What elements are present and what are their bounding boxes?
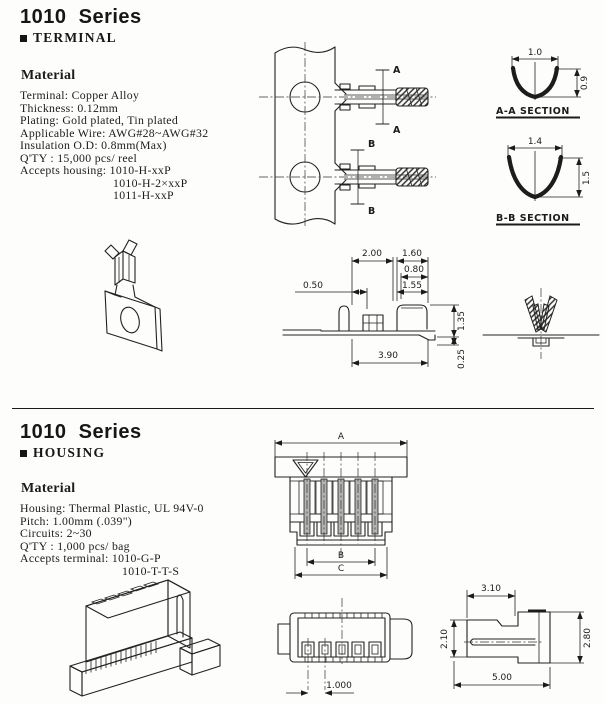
dim-pitch: 1.000	[326, 681, 352, 691]
material-line: Accepts terminal: 1010-G-P	[20, 551, 161, 565]
dim-b: B	[338, 551, 344, 561]
housing-bottom-holes	[301, 641, 382, 658]
section-bb-label: B-B SECTION	[496, 213, 570, 224]
dim-3-10: 3.10	[481, 584, 501, 594]
dim-3-90: 3.90	[378, 351, 398, 361]
dim-1-35: 1.35	[457, 311, 467, 331]
material-line-continuation: 1010-H-2×xxP	[113, 175, 188, 190]
section-bb-drawing: 1.4 1.5 B-B SECTION	[496, 137, 592, 226]
terminal-profile-outline	[282, 304, 436, 341]
material-line: Housing: Thermal Plastic, UL 94V-0	[20, 501, 204, 515]
bullet-square-icon	[20, 449, 27, 457]
dim-bb-height: 1.5	[582, 171, 592, 185]
material-line: Circuits: 2~30	[20, 526, 92, 540]
terminal-3d-drawing	[104, 239, 163, 352]
material-line: Accepts housing: 1010-H-xxP	[20, 163, 171, 177]
terminal-material-list: Terminal: Copper Alloy Thickness: 0.12mm…	[20, 89, 208, 202]
housing-bottom-view-drawing: 1.000	[277, 598, 413, 696]
material-line-continuation: 1011-H-xxP	[113, 188, 174, 202]
terminal-carrier-strip-drawing: A A B B	[259, 42, 436, 226]
housing-side-view-drawing: 3.10 2.10 2.80 5.00	[440, 584, 593, 689]
dim-0-80: 0.80	[404, 265, 424, 275]
dim-bb-width: 1.4	[528, 137, 543, 147]
section-aa-label: A-A SECTION	[496, 106, 570, 117]
material-line: Pitch: 1.00mm (.039")	[20, 513, 133, 528]
material-line: Thickness: 0.12mm	[20, 100, 119, 115]
terminal-end-view-drawing	[482, 288, 600, 359]
material-line: Applicable Wire: AWG#28~AWG#32	[20, 125, 209, 140]
terminal-subtitle-label: TERMINAL	[33, 30, 117, 45]
material-line-continuation: 1010-T-T-S	[122, 563, 180, 578]
material-line: Plating: Gold plated, Tin plated	[20, 113, 179, 127]
dim-c: C	[338, 564, 344, 574]
dim-2-00: 2.00	[362, 249, 382, 259]
dim-2-10: 2.10	[440, 629, 450, 649]
terminal-on-strip	[334, 82, 429, 112]
terminal-side-view-drawing: 2.00 1.60 0.80 0.50 1.55 1.35	[282, 249, 467, 369]
housing-material-heading: Material	[21, 481, 76, 496]
housing-3d-drawing	[69, 579, 221, 697]
terminal-on-strip	[334, 162, 429, 192]
terminal-section-title: 1010 Series	[20, 6, 142, 28]
dim-aa-width: 1.0	[528, 48, 543, 58]
housing-material-list: Housing: Thermal Plastic, UL 94V-0 Pitch…	[20, 502, 204, 577]
section-a-mark-top: A	[393, 65, 401, 76]
terminal-section-subtitle: TERMINAL	[20, 30, 117, 46]
dim-0-25: 0.25	[457, 349, 467, 369]
material-line: Terminal: Copper Alloy	[20, 88, 140, 102]
dim-aa-height: 0.9	[580, 76, 590, 91]
terminal-material-heading: Material	[21, 68, 76, 83]
housing-subtitle-label: HOUSING	[33, 445, 106, 460]
bullet-square-icon	[20, 34, 27, 42]
section-a-mark-bottom: A	[393, 125, 401, 136]
section-aa-drawing: 1.0 0.9 A-A SECTION	[496, 48, 590, 119]
housing-contact-slots	[298, 452, 384, 558]
dim-a: A	[338, 432, 345, 442]
dim-1-60: 1.60	[402, 249, 422, 259]
dim-2-80: 2.80	[583, 628, 593, 648]
section-b-mark-bottom: B	[368, 206, 376, 217]
dim-1-55: 1.55	[402, 281, 422, 291]
section-b-mark-top: B	[368, 139, 376, 150]
housing-front-view-drawing: A	[274, 432, 408, 579]
dim-0-50: 0.50	[303, 281, 323, 291]
housing-section-title: 1010 Series	[20, 421, 142, 443]
section-divider	[12, 408, 594, 409]
material-line: Q'TY : 15,000 pcs/ reel	[20, 150, 138, 165]
dim-5-00: 5.00	[492, 673, 512, 683]
material-line: Insulation O.D: 0.8mm(Max)	[20, 138, 167, 152]
housing-section-subtitle: HOUSING	[20, 445, 105, 461]
material-line: Q'TY : 1,000 pcs/ bag	[20, 538, 130, 553]
